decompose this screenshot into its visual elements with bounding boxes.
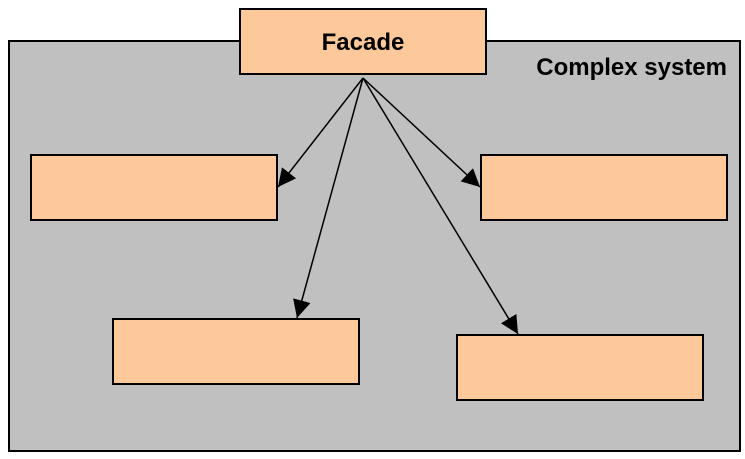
facade-label: Facade xyxy=(322,29,405,56)
subsystem-box-top-right xyxy=(480,154,728,221)
subsystem-box-bottom-right xyxy=(456,334,704,401)
subsystem-box-bottom-left xyxy=(112,318,360,385)
subsystem-box-top-left xyxy=(30,154,278,221)
facade-box xyxy=(239,8,487,75)
complex-system-label: Complex system xyxy=(536,54,727,81)
arrow-to-top-left xyxy=(277,77,364,188)
arrow-to-top-right xyxy=(362,77,481,188)
arrow-to-bottom-left xyxy=(293,77,364,319)
arrow-to-bottom-right xyxy=(362,77,519,335)
